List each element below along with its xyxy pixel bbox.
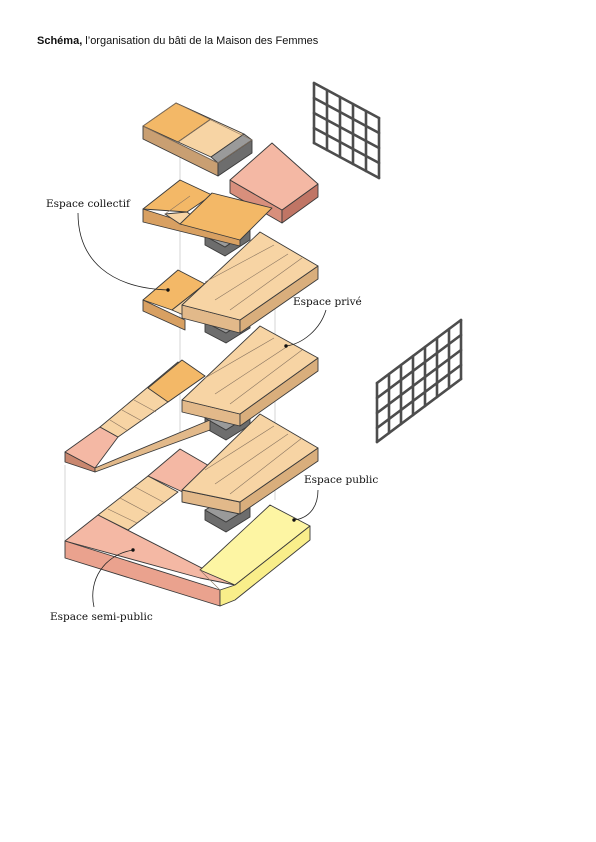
label-espace-semi-public-text: Espace semi-public [50, 611, 153, 623]
label-espace-collectif-text: Espace collectif [46, 198, 131, 210]
floor-3 [142, 231, 319, 344]
label-espace-prive: Espace privé [284, 296, 362, 348]
page-title-rest: l’organisation du bâti de la Maison des … [82, 35, 319, 47]
structural-grid-lower [375, 318, 463, 444]
floor-5 [142, 102, 253, 177]
label-espace-semi-public: Espace semi-public [50, 548, 153, 623]
label-espace-prive-text: Espace privé [293, 296, 362, 308]
structural-grid-upper [312, 81, 381, 180]
label-espace-public-text: Espace public [304, 474, 378, 486]
floor-1 [64, 413, 319, 607]
page-title-strong: Schéma, [37, 35, 83, 47]
label-espace-public: Espace public [292, 474, 378, 522]
floor-2 [64, 325, 319, 473]
label-espace-collectif: Espace collectif [46, 198, 170, 292]
page-title: Schéma, l’organisation du bâti de la Mai… [37, 35, 318, 47]
floor-4 [142, 142, 319, 257]
